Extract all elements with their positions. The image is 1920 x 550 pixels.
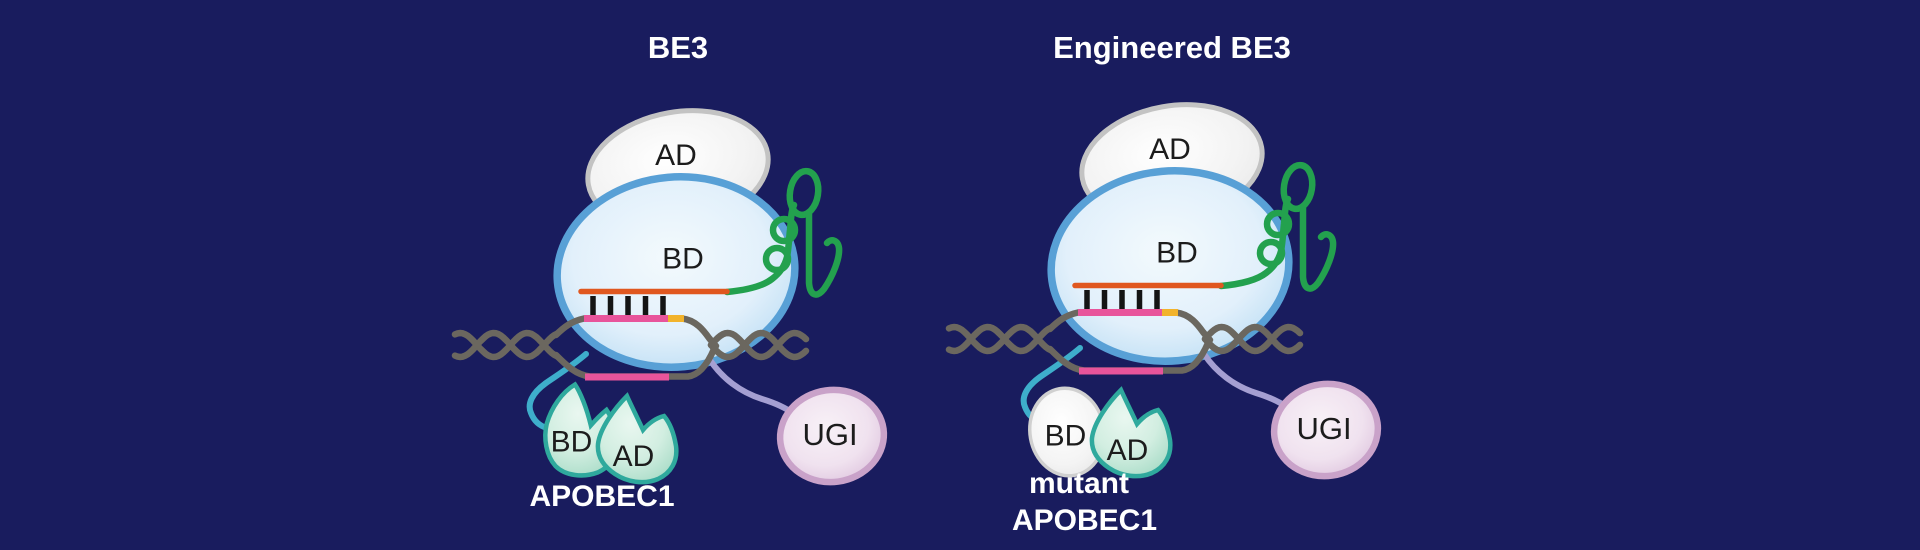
svg-text:AD: AD xyxy=(1149,133,1191,166)
svg-text:BE3: BE3 xyxy=(648,30,708,65)
svg-text:BD: BD xyxy=(662,243,704,276)
svg-text:APOBEC1: APOBEC1 xyxy=(529,480,674,513)
svg-text:AD: AD xyxy=(655,139,697,172)
svg-text:AD: AD xyxy=(1107,434,1149,467)
svg-text:BD: BD xyxy=(1156,237,1198,270)
svg-text:Engineered BE3: Engineered BE3 xyxy=(1053,30,1291,65)
svg-text:BD: BD xyxy=(551,426,593,459)
svg-text:mutant: mutant xyxy=(1029,467,1129,500)
svg-text:AD: AD xyxy=(613,440,655,473)
svg-text:UGI: UGI xyxy=(1296,411,1351,446)
svg-text:APOBEC1: APOBEC1 xyxy=(1012,504,1157,537)
svg-text:BD: BD xyxy=(1045,420,1087,453)
svg-text:UGI: UGI xyxy=(802,417,857,452)
